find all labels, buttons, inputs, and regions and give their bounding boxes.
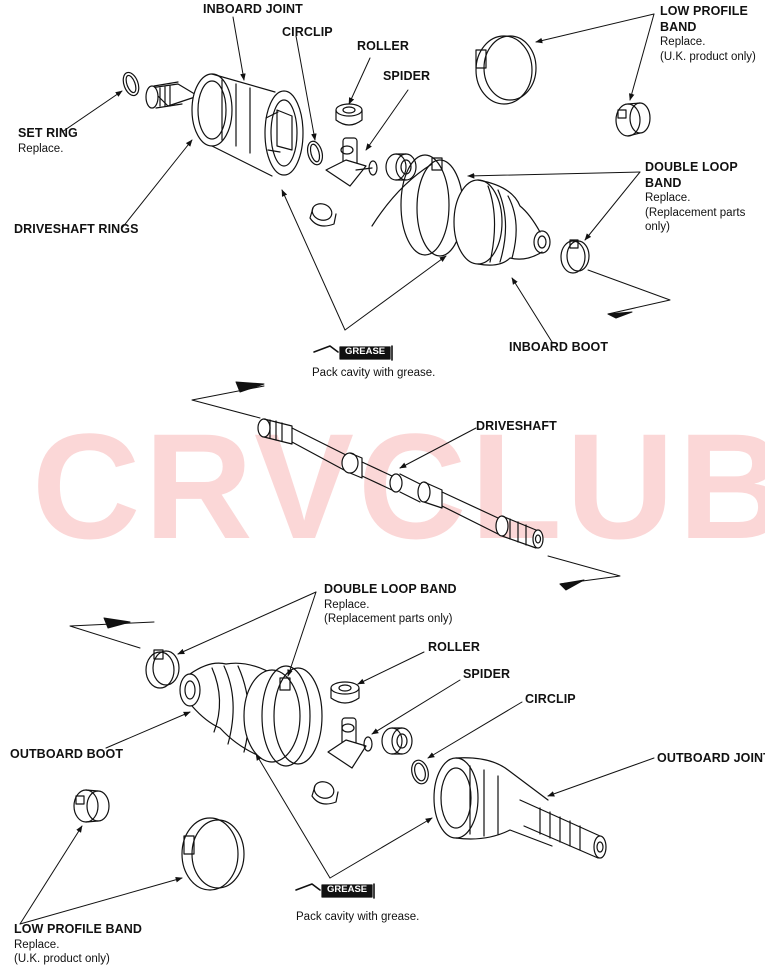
label-outboard-boot: OUTBOARD BOOT: [10, 747, 124, 761]
label-low-profile-band-top: LOW PROFILE BAND Replace. (U.K. product …: [660, 4, 756, 63]
outboard-joint: [433, 757, 607, 859]
label-roller-bottom: ROLLER: [428, 640, 480, 654]
inboard-boot: [453, 179, 551, 266]
low-profile-band-bottom-large: [181, 817, 245, 891]
label-circlip-top: CIRCLIP: [282, 25, 333, 39]
label-inboard-joint: INBOARD JOINT: [203, 2, 303, 16]
low-profile-band-bottom-small: [73, 789, 110, 823]
grease-tube-top: [313, 345, 393, 361]
low-profile-band-top-small: [615, 102, 651, 137]
grease-tube-bottom: [295, 883, 375, 899]
leader-lines-top: [61, 13, 655, 343]
outboard-boot: [179, 662, 301, 763]
assembly-direction-arrows: [69, 269, 671, 649]
roller-bottom-right: [381, 727, 413, 755]
inboard-stub-shaft: [145, 81, 199, 109]
leader-driveshaft: [399, 427, 477, 469]
roller-top-lower: [309, 203, 337, 227]
grease-badge-bottom: GREASE: [327, 884, 368, 895]
roller-bottom: [330, 681, 360, 704]
label-set-ring: SET RING Replace.: [18, 126, 78, 155]
label-roller-top: ROLLER: [357, 39, 409, 53]
inboard-joint-housing: [191, 73, 304, 177]
roller-top-right: [385, 153, 417, 181]
grease-note-bottom: Pack cavity with grease.: [296, 911, 420, 923]
circlip-bottom: [411, 759, 429, 785]
spider-bottom: [327, 717, 373, 769]
double-loop-band-bottom-small: [145, 649, 180, 689]
label-circlip-bottom: CIRCLIP: [525, 692, 576, 706]
spider-top: [325, 137, 378, 187]
grease-badge-top: GREASE: [345, 346, 386, 357]
grease-note-top: Pack cavity with grease.: [312, 367, 436, 379]
low-profile-band-top-large: [475, 35, 537, 105]
label-driveshaft-rings: DRIVESHAFT RINGS: [14, 222, 139, 236]
circlip-top: [306, 140, 324, 166]
double-loop-band-bottom-large: [261, 665, 323, 767]
double-loop-band-top: [371, 154, 464, 257]
label-driveshaft: DRIVESHAFT: [476, 419, 557, 433]
label-outboard-joint: OUTBOARD JOINT: [657, 751, 765, 765]
label-spider-top: SPIDER: [383, 69, 431, 83]
set-ring-top: [122, 71, 140, 97]
label-double-loop-band-top: DOUBLE LOOP BAND Replace. (Replacement p…: [645, 160, 746, 233]
label-low-profile-band-bottom: LOW PROFILE BAND Replace. (U.K. product …: [14, 922, 142, 965]
leader-lines-bottom: [19, 591, 655, 925]
label-spider-bottom: SPIDER: [463, 667, 511, 681]
double-loop-band-top-small: [560, 239, 590, 274]
roller-bottom-lower: [311, 781, 339, 805]
driveshaft-shaft: [257, 418, 544, 549]
roller-top: [335, 103, 363, 126]
label-double-loop-band-bottom: DOUBLE LOOP BAND Replace. (Replacement p…: [324, 582, 457, 625]
label-inboard-boot: INBOARD BOOT: [509, 340, 609, 354]
